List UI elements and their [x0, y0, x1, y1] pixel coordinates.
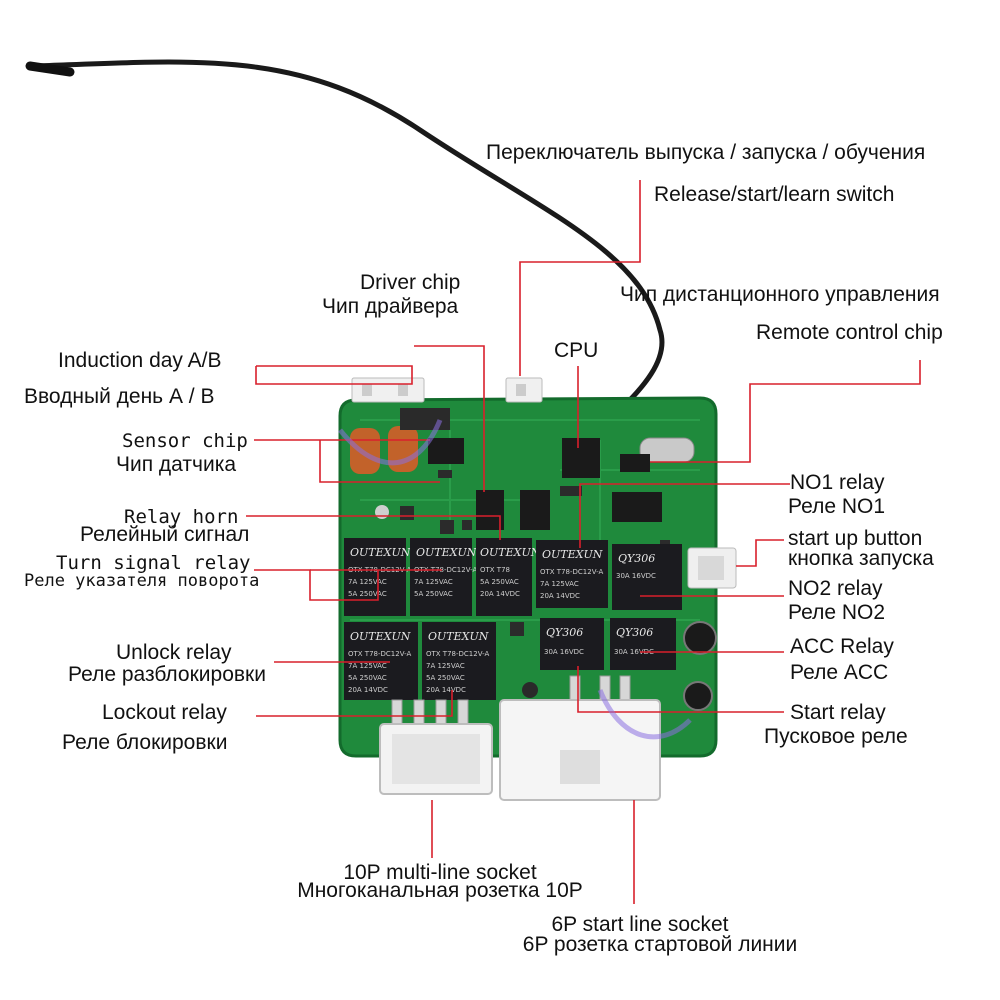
- relay-horn-label-en: Relay horn: [124, 506, 239, 528]
- svg-text:30A 16VDC: 30A 16VDC: [616, 572, 656, 580]
- svg-text:OUTEXUN: OUTEXUN: [480, 546, 541, 559]
- svg-text:OUTEXUN: OUTEXUN: [416, 546, 477, 559]
- svg-text:OTX T78-DC12V-A: OTX T78-DC12V-A: [348, 650, 411, 658]
- svg-text:7A 125VAC: 7A 125VAC: [426, 662, 465, 670]
- relay-turn-2: OUTEXUN OTX T78-DC12V-A 7A 125VAC 5A 250…: [410, 538, 477, 616]
- watermark: [338, 419, 692, 740]
- turn-signal-label-ru: Реле указателя поворота: [24, 571, 260, 591]
- unlock-label-ru: Реле разблокировки: [68, 663, 266, 686]
- svg-text:5A 250VAC: 5A 250VAC: [426, 674, 465, 682]
- relay-lockout: OUTEXUN OTX T78-DC12V-A 7A 125VAC 5A 250…: [422, 622, 496, 700]
- svg-text:30A 16VDC: 30A 16VDC: [544, 648, 584, 656]
- svg-text:30A 16VDC: 30A 16VDC: [614, 648, 654, 656]
- start-relay-label-ru: Пусковое реле: [764, 725, 908, 748]
- svg-text:OTX T78-DC12V-A: OTX T78-DC12V-A: [426, 650, 489, 658]
- svg-text:20A 14VDC: 20A 14VDC: [426, 686, 466, 694]
- svg-text:5A 250VAC: 5A 250VAC: [348, 590, 387, 598]
- induction-label-en: Induction day A/B: [58, 349, 222, 372]
- relay-no2: QY306 30A 16VDC: [612, 544, 682, 610]
- turn-signal-label-en: Turn signal relay: [56, 552, 251, 574]
- svg-text:5A 250VAC: 5A 250VAC: [480, 578, 519, 586]
- relay-acc: QY306 30A 16VDC: [610, 618, 676, 670]
- svg-text:OUTEXUN: OUTEXUN: [542, 548, 603, 561]
- acc-label-en: ACC Relay: [790, 635, 894, 658]
- socket10-label-ru: Многоканальная розетка 10P: [297, 879, 583, 902]
- cpu-label: CPU: [554, 339, 599, 362]
- leader-lines: [246, 180, 921, 904]
- remote-ic: [612, 492, 662, 522]
- svg-text:20A 14VDC: 20A 14VDC: [480, 590, 520, 598]
- startup-label-en: start up button: [788, 527, 923, 550]
- relay-horn: OUTEXUN OTX T78 5A 250VAC 20A 14VDC: [476, 538, 541, 616]
- antenna-tip: [25, 61, 75, 77]
- svg-text:QY306: QY306: [546, 626, 583, 639]
- induction-label-ru: Вводный день А / В: [24, 385, 215, 408]
- sensor-chip-label-en: Sensor chip: [122, 430, 248, 452]
- remote-chip-label-ru: Чип дистанционного управления: [620, 283, 940, 306]
- socket6-label-en: 6P start line socket: [551, 913, 729, 936]
- svg-text:OTX T78: OTX T78: [480, 566, 510, 574]
- cpu-chip: [562, 438, 600, 478]
- svg-text:7A 125VAC: 7A 125VAC: [540, 580, 579, 588]
- svg-text:5A 250VAC: 5A 250VAC: [348, 674, 387, 682]
- no1-label-en: NO1 relay: [790, 471, 885, 494]
- relay-start: QY306 30A 16VDC: [540, 618, 604, 670]
- antenna-wire: [33, 59, 665, 413]
- driver-ic-2: [520, 490, 550, 530]
- svg-text:OUTEXUN: OUTEXUN: [350, 546, 411, 559]
- capacitor-right-1: [683, 621, 717, 655]
- svg-text:5A 250VAC: 5A 250VAC: [414, 590, 453, 598]
- remote-chip-label-en: Remote control chip: [756, 321, 943, 344]
- relay-no1: OUTEXUN OTX T78-DC12V-A 7A 125VAC 20A 14…: [536, 540, 608, 608]
- svg-text:7A 125VAC: 7A 125VAC: [414, 578, 453, 586]
- svg-text:QY306: QY306: [616, 626, 653, 639]
- sensor-chip-label-ru: Чип датчика: [116, 453, 237, 476]
- svg-text:OUTEXUN: OUTEXUN: [350, 630, 411, 643]
- relay-unlock: OUTEXUN OTX T78-DC12V-A 7A 125VAC 5A 250…: [344, 622, 418, 700]
- no2-label-en: NO2 relay: [788, 577, 883, 600]
- startup-label-ru: кнопка запуска: [788, 547, 934, 570]
- svg-text:20A 14VDC: 20A 14VDC: [540, 592, 580, 600]
- release-switch-label-ru: Переключатель выпуска / запуска / обучен…: [486, 141, 926, 164]
- svg-text:QY306: QY306: [618, 552, 655, 565]
- acc-label-ru: Реле ACC: [790, 661, 889, 684]
- svg-text:7A 125VAC: 7A 125VAC: [348, 662, 387, 670]
- svg-text:OTX T78-DC12V-A: OTX T78-DC12V-A: [414, 566, 477, 574]
- unlock-label-en: Unlock relay: [116, 641, 232, 664]
- relay-horn-label-ru: Релейный сигнал: [80, 523, 250, 546]
- sensor-ic: [428, 438, 464, 464]
- no2-label-ru: Реле NO2: [788, 601, 886, 624]
- driver-chip-label-ru: Чип драйвера: [322, 295, 459, 318]
- socket10-label-en: 10P multi-line socket: [343, 861, 537, 884]
- no1-label-ru: Реле NO1: [788, 495, 886, 518]
- svg-text:OTX T78-DC12V-A: OTX T78-DC12V-A: [540, 568, 603, 576]
- socket6-label-ru: 6P розетка стартовой линии: [522, 933, 798, 956]
- svg-text:20A 14VDC: 20A 14VDC: [348, 686, 388, 694]
- release-switch-label-en: Release/start/learn switch: [654, 183, 895, 206]
- driver-chip-label-en: Driver chip: [360, 271, 461, 294]
- capacitor-right-2: [683, 681, 713, 711]
- lockout-label-ru: Реле блокировки: [62, 731, 228, 754]
- svg-text:OUTEXUN: OUTEXUN: [428, 630, 489, 643]
- start-relay-label-en: Start relay: [790, 701, 886, 724]
- svg-text:7A 125VAC: 7A 125VAC: [348, 578, 387, 586]
- lockout-label-en: Lockout relay: [102, 701, 227, 724]
